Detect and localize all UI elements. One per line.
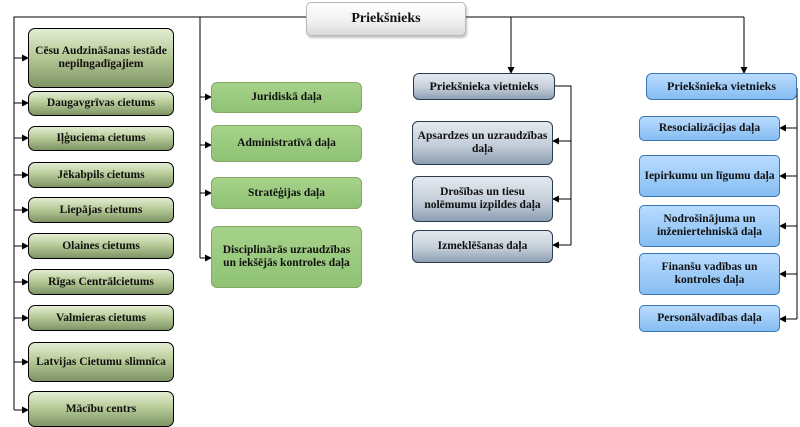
deputy1-unit-node: Apsardzes un uzraudzības daļa bbox=[412, 121, 553, 165]
prison-node: Olaines cietums bbox=[28, 233, 174, 259]
prison-node: Rīgas Centrālcietums bbox=[28, 269, 174, 295]
chief-node: Priekšnieks bbox=[306, 2, 466, 36]
prison-node: Liepājas cietums bbox=[28, 197, 174, 223]
deputy1-unit-node: Izmeklēšanas daļa bbox=[412, 230, 553, 263]
department-node: Disciplinārās uzraudzības un iekšējās ko… bbox=[211, 226, 362, 288]
department-node: Administratīvā daļa bbox=[211, 125, 362, 162]
deputy1-unit-node: Drošības un tiesu nolēmumu izpildes daļa bbox=[412, 176, 553, 222]
deputy2-unit-node: Resocializācijas daļa bbox=[639, 116, 780, 141]
deputy1-trunk bbox=[555, 85, 572, 245]
prison-node: Valmieras cietums bbox=[28, 305, 174, 331]
deputy2-unit-node: Nodrošinājuma un inženiertehniskā daļa bbox=[639, 205, 780, 247]
department-node: Stratēģijas daļa bbox=[211, 177, 362, 209]
prison-node: Jēkabpils cietums bbox=[28, 162, 174, 188]
prison-node: Cēsu Audzināšanas iestāde nepilngadīgaji… bbox=[28, 28, 174, 88]
root-bus-left bbox=[13, 16, 306, 410]
department-node: Juridiskā daļa bbox=[211, 82, 362, 113]
prison-node: Daugavgrīvas cietums bbox=[28, 91, 174, 116]
deputy2-node: Priekšnieka vietnieks bbox=[646, 73, 797, 100]
prison-node: Latvijas Cietumu slimnīca bbox=[28, 342, 174, 382]
deputy2-unit-node: Finanšu vadības un kontroles daļa bbox=[639, 253, 780, 295]
prison-node: Iļģuciema cietums bbox=[28, 126, 174, 151]
deputy2-unit-node: Personālvadības daļa bbox=[639, 305, 780, 332]
deputy1-node: Priekšnieka vietnieks bbox=[413, 73, 555, 100]
deputy2-unit-node: Iepirkumu un līgumu daļa bbox=[639, 155, 780, 197]
prison-node: Mācību centrs bbox=[28, 391, 174, 427]
